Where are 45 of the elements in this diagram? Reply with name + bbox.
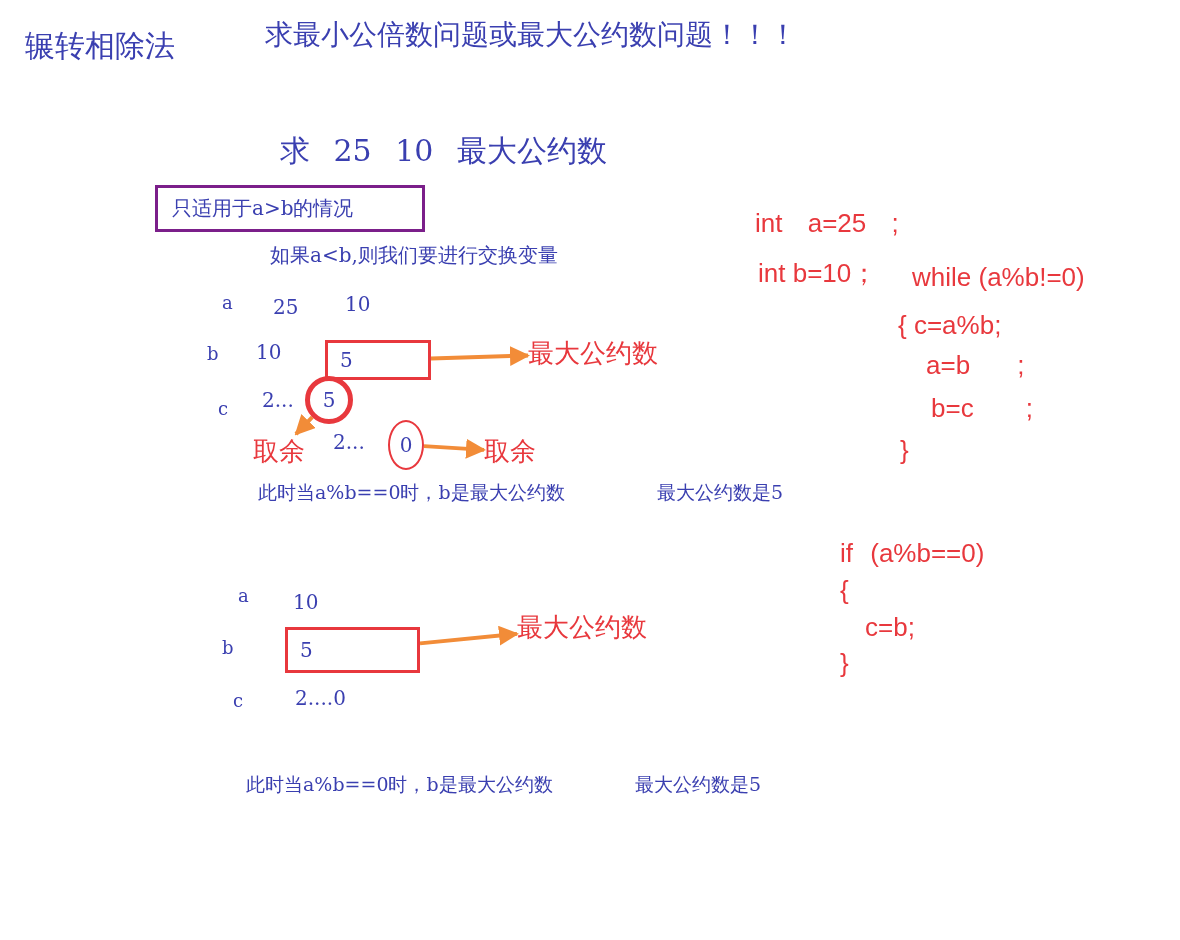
value-text: 2....0: [295, 686, 346, 710]
variable-name: b: [222, 637, 234, 659]
code-line: }: [900, 435, 909, 467]
condition-box: 只适用于a>b的情况: [155, 185, 425, 232]
variable-name: c: [218, 398, 229, 420]
arrow: [423, 438, 486, 459]
callout-text: 最大公约数: [528, 336, 658, 371]
arrow: [294, 414, 316, 436]
highlight-box: 5: [285, 627, 420, 673]
value-text: 10: [256, 340, 282, 364]
code-line: a=b ;: [926, 350, 1025, 382]
code-line: while (a%b!=0): [912, 262, 1085, 294]
variable-name: c: [233, 690, 244, 712]
heading-text: 求 25 10 最大公约数: [280, 133, 607, 169]
value-text: 2...: [262, 388, 294, 412]
value-text: 10: [293, 590, 319, 614]
code-line: if (a%b==0): [840, 538, 985, 570]
note-text: 此时当a%b==0时，b是最大公约数: [246, 773, 553, 796]
arrow: [419, 625, 519, 646]
arrow: [430, 346, 530, 366]
code-line: b=c ;: [931, 393, 1034, 425]
highlight-ellipse: 0: [388, 420, 424, 470]
note-text: 此时当a%b==0时，b是最大公约数: [258, 481, 565, 504]
value-text: 2...: [333, 430, 365, 454]
callout-text: 取余: [253, 434, 305, 469]
code-line: int a=25 ;: [755, 208, 899, 240]
value-text: 25: [273, 295, 299, 319]
code-line: }: [840, 648, 849, 680]
code-line: c=b;: [865, 612, 915, 644]
value-text: 10: [345, 292, 371, 316]
code-line: { c=a%b;: [898, 310, 1002, 342]
highlight-circle: 5: [305, 376, 353, 424]
variable-name: a: [238, 585, 249, 607]
callout-text: 取余: [484, 434, 536, 469]
note-text: 如果a<b,则我们要进行交换变量: [270, 243, 558, 267]
variable-name: a: [222, 292, 233, 314]
note-text: 最大公约数是5: [635, 773, 762, 796]
code-line: int b=10；: [758, 258, 878, 290]
slide-title: 辗转相除法: [25, 28, 175, 64]
note-text: 最大公约数是5: [657, 481, 784, 504]
code-line: {: [840, 575, 849, 607]
heading-text: 求最小公倍数问题或最大公约数问题！！！: [265, 18, 797, 52]
callout-text: 最大公约数: [517, 610, 647, 645]
highlight-box: 5: [325, 340, 431, 380]
variable-name: b: [207, 343, 219, 365]
